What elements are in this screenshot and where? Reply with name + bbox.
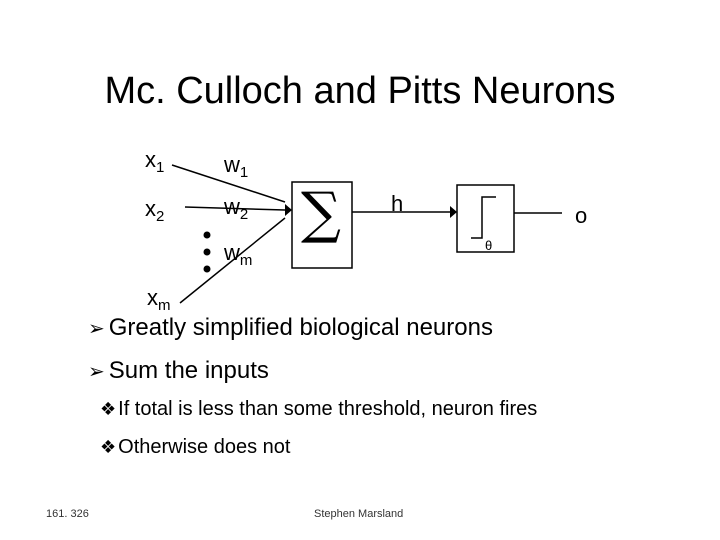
footer-author: Stephen Marsland [314,508,404,520]
input-arrowhead [285,204,292,216]
input-line-1 [171,164,286,203]
weight-subscript: m [239,252,253,269]
input-line-m [179,217,286,304]
input-label-1: x1 [145,147,165,176]
slide-title: Mc. Culloch and Pitts Neurons [104,70,616,112]
input-var: x [145,147,156,172]
input-var: x [147,285,158,310]
diamond-bullet-icon: ❖ [100,437,117,458]
bullet-1: ➢Greatly simplified biological neurons [88,314,493,342]
weight-var: w [224,240,240,265]
sum-arrowhead [450,206,457,218]
weight-label-2: w2 [224,194,249,223]
bullet-text: Sum the inputs [108,357,269,384]
weight-label-1: w1 [224,152,249,181]
page-number: 161. 326 [46,508,89,520]
summation-box [291,181,353,269]
input-subscript: 2 [156,208,165,225]
weight-var: w [224,152,240,177]
sum-output-label: h [391,191,404,216]
bullet-2: ➢Sum the inputs [88,357,269,385]
weight-subscript: 2 [239,206,249,223]
sub-bullet-2: ❖Otherwise does not [100,436,290,459]
sub-bullet-1: ❖If total is less than some threshold, n… [100,398,537,421]
ellipsis-dot [203,248,211,256]
arrow-bullet-icon: ➢ [88,359,105,383]
sum-symbol: ∑ [301,181,341,246]
weight-var: w [224,194,240,219]
diamond-bullet-icon: ❖ [100,399,117,420]
arrow-bullet-icon: ➢ [88,316,105,340]
bullet-text: Greatly simplified biological neurons [108,314,493,341]
ellipsis-dot [203,231,211,239]
weight-label-m: wm [224,240,253,269]
sub-bullet-text: If total is less than some threshold, ne… [118,398,538,420]
output-label: o [575,203,588,228]
input-subscript: 1 [156,159,165,176]
sub-bullet-text: Otherwise does not [118,436,291,458]
ellipsis-dot [203,265,211,273]
threshold-label: θ [485,238,493,253]
step-function-icon [471,196,496,239]
input-label-m: xm [147,285,171,314]
input-line-2 [184,206,286,211]
input-var: x [145,196,156,221]
weight-subscript: 1 [239,164,249,181]
threshold-box [456,184,515,253]
input-label-2: x2 [145,196,165,225]
input-subscript: m [158,297,171,314]
